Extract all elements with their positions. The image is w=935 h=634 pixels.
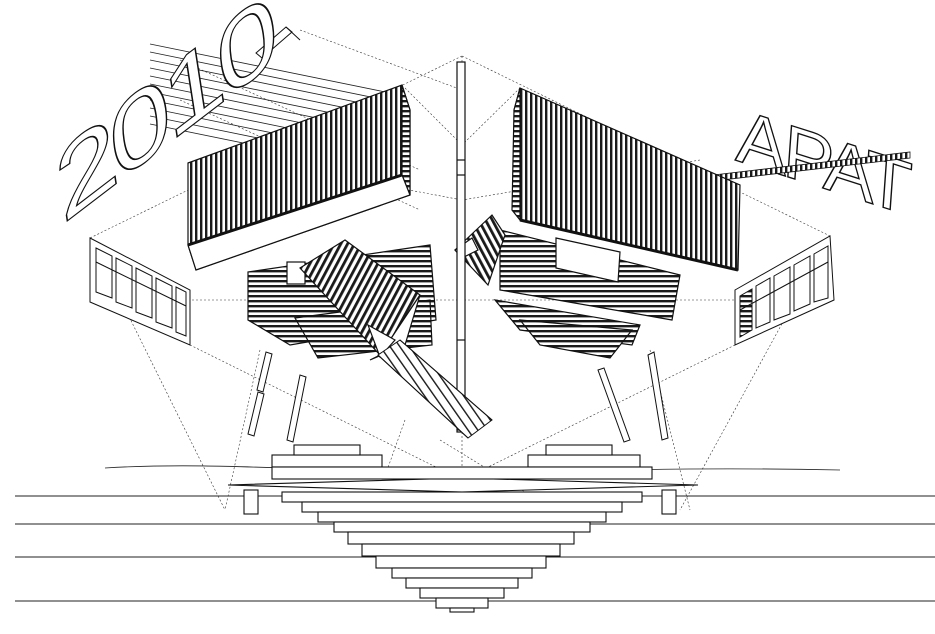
stepped-base — [227, 444, 699, 613]
top-wedge — [255, 26, 301, 59]
left-upper-block — [187, 84, 411, 271]
floating-slabs — [247, 351, 669, 443]
central-column — [456, 61, 466, 433]
right-upper-block — [511, 87, 741, 272]
right-lower-block — [493, 229, 681, 359]
right-window-panel — [734, 235, 835, 346]
stair-ramp — [377, 339, 493, 439]
left-window-panel — [89, 237, 191, 346]
